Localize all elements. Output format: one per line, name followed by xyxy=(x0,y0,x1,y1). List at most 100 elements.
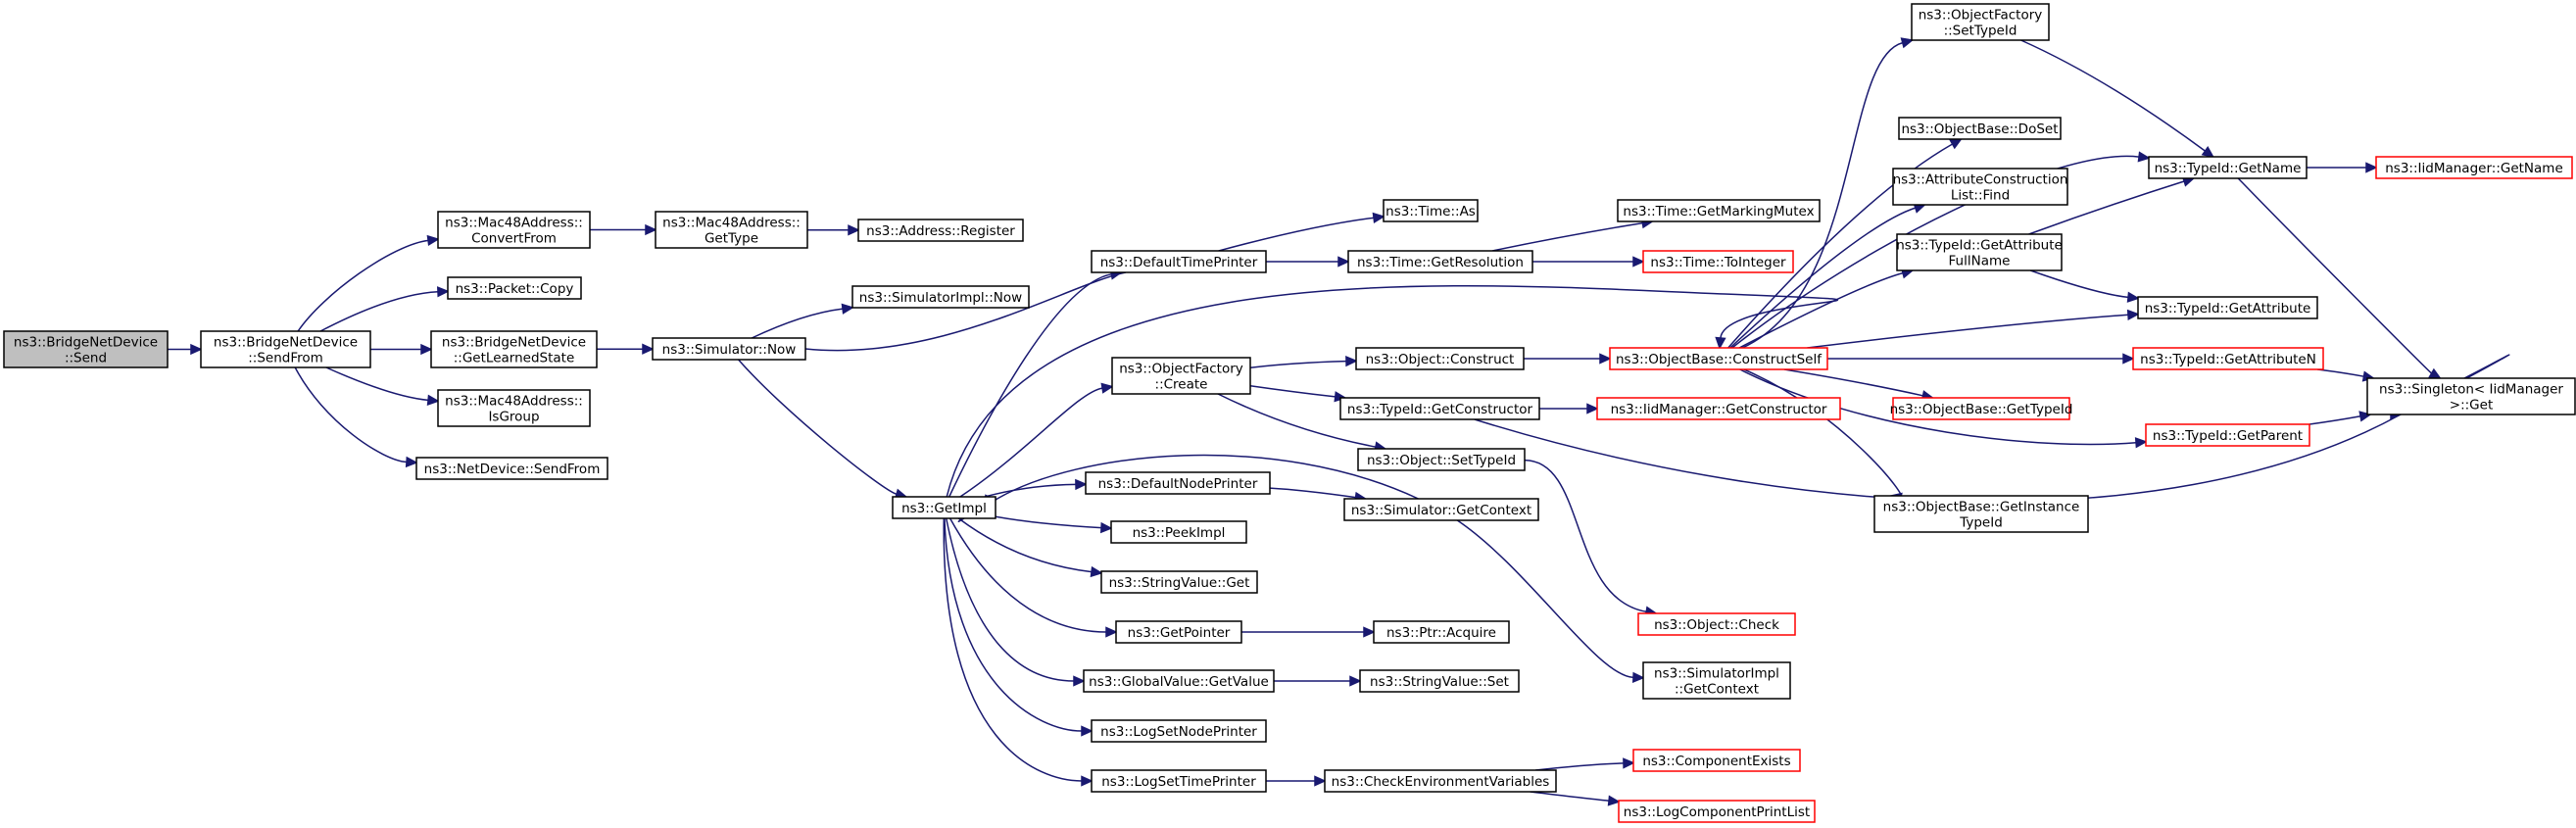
edge-arrowhead xyxy=(1100,382,1114,394)
node-label: ns3::Singleton< IidManager xyxy=(2379,382,2563,398)
node-getimpl[interactable]: ns3::GetImpl xyxy=(892,496,996,519)
node-send[interactable]: ns3::BridgeNetDevice::Send xyxy=(3,330,169,368)
node-box xyxy=(2132,347,2324,370)
node-label: ns3::ObjectFactory xyxy=(1119,362,1243,377)
node-label: ns3::Time::GetResolution xyxy=(1357,255,1524,270)
call-edge xyxy=(1731,155,2140,349)
node-iidgetname[interactable]: ns3::IidManager::GetName xyxy=(2375,156,2573,179)
edge-arrowhead xyxy=(841,303,854,315)
node-sendfrom[interactable]: ns3::BridgeNetDevice::SendFrom xyxy=(200,330,371,368)
node-label: ns3::Simulator::GetContext xyxy=(1351,503,1531,518)
node-packetcopy[interactable]: ns3::Packet::Copy xyxy=(447,276,582,300)
node-label: ns3::IidManager::GetName xyxy=(2385,161,2563,176)
call-nodes: ns3::BridgeNetDevice::Sendns3::BridgeNet… xyxy=(3,3,2576,823)
node-objconstruct[interactable]: ns3::Object::Construct xyxy=(1355,347,1525,370)
node-label: ns3::LogSetTimePrinter xyxy=(1101,774,1256,790)
node-ptracquire[interactable]: ns3::Ptr::Acquire xyxy=(1373,620,1510,644)
node-box xyxy=(1892,168,2068,206)
call-edge xyxy=(325,366,429,402)
call-edge xyxy=(984,483,1077,498)
node-simimplnow[interactable]: ns3::SimulatorImpl::Now xyxy=(851,285,1030,309)
node-label: ns3::ObjectBase::GetTypeId xyxy=(1890,402,2073,417)
node-box xyxy=(1324,769,1557,793)
node-getpointer[interactable]: ns3::GetPointer xyxy=(1115,620,1242,644)
node-objbasedoset[interactable]: ns3::ObjectBase::DoSet xyxy=(1898,117,2062,140)
node-objbaseconstructself[interactable]: ns3::ObjectBase::ConstructSelf xyxy=(1609,347,1828,370)
call-edge xyxy=(944,517,1083,732)
edge-arrowhead xyxy=(436,286,450,298)
node-timetoint[interactable]: ns3::Time::ToInteger xyxy=(1642,250,1794,273)
node-checkenv[interactable]: ns3::CheckEnvironmentVariables xyxy=(1324,769,1557,793)
node-simimplgetctx[interactable]: ns3::SimulatorImpl::GetContext xyxy=(1642,661,1791,700)
node-addrregister[interactable]: ns3::Address::Register xyxy=(857,219,1024,242)
node-timeas[interactable]: ns3::Time::As xyxy=(1383,199,1479,222)
node-box xyxy=(1355,347,1525,370)
node-box xyxy=(2366,377,2576,415)
node-label: ns3::BridgeNetDevice xyxy=(214,335,358,351)
node-logsetnode[interactable]: ns3::LogSetNodePrinter xyxy=(1091,719,1267,743)
node-label: >::Get xyxy=(2450,398,2493,414)
node-label: ns3::ObjectFactory xyxy=(1919,8,2043,24)
node-iidgetctor[interactable]: ns3::IidManager::GetConstructor xyxy=(1596,397,1841,420)
node-label: ns3::GetImpl xyxy=(901,501,987,516)
call-edge xyxy=(294,366,408,463)
node-objfactsettype[interactable]: ns3::ObjectFactory::SetTypeId xyxy=(1911,3,2050,41)
edge-arrowhead xyxy=(1345,355,1358,367)
node-label: IsGroup xyxy=(488,410,539,425)
call-edge xyxy=(1727,143,1953,349)
node-timemarkmutex[interactable]: ns3::Time::GetMarkingMutex xyxy=(1617,199,1821,222)
node-label: ns3::BridgeNetDevice xyxy=(14,335,158,351)
node-box xyxy=(1091,769,1267,793)
node-box xyxy=(2145,423,2310,447)
node-strvalget[interactable]: ns3::StringValue::Get xyxy=(1100,570,1258,594)
edge-arrowhead xyxy=(420,343,433,356)
call-edge xyxy=(297,239,429,332)
node-label: ns3::CheckEnvironmentVariables xyxy=(1332,774,1550,790)
node-box xyxy=(430,330,598,368)
node-box xyxy=(1110,520,1247,544)
node-logsettime[interactable]: ns3::LogSetTimePrinter xyxy=(1091,769,1267,793)
node-box xyxy=(2375,156,2573,179)
node-singletonget[interactable]: ns3::Singleton< IidManager >::Get xyxy=(2366,377,2576,415)
node-typegetname[interactable]: ns3::TypeId::GetName xyxy=(2148,156,2308,179)
node-peekimpl[interactable]: ns3::PeekImpl xyxy=(1110,520,1247,544)
edge-arrowhead xyxy=(1900,37,1915,49)
node-strvalset[interactable]: ns3::StringValue::Set xyxy=(1359,669,1520,693)
node-compexists[interactable]: ns3::ComponentExists xyxy=(1632,749,1801,772)
node-box xyxy=(1085,471,1271,495)
node-box xyxy=(1892,397,2070,420)
node-logcompprint[interactable]: ns3::LogComponentPrintList xyxy=(1618,800,1816,823)
node-box xyxy=(1618,800,1816,823)
node-typegetctor[interactable]: ns3::TypeId::GetConstructor xyxy=(1339,397,1540,420)
node-objbasegettypeid[interactable]: ns3::ObjectBase::GetTypeId xyxy=(1890,397,2073,420)
node-typegetattrn[interactable]: ns3::TypeId::GetAttributeN xyxy=(2132,347,2324,370)
node-simnow[interactable]: ns3::Simulator::Now xyxy=(652,337,806,361)
node-timegetres[interactable]: ns3::Time::GetResolution xyxy=(1347,250,1533,273)
node-typegetparent[interactable]: ns3::TypeId::GetParent xyxy=(2145,423,2310,447)
node-deftimeprinter[interactable]: ns3::DefaultTimePrinter xyxy=(1091,250,1267,273)
node-getlearned[interactable]: ns3::BridgeNetDevice::GetLearnedState xyxy=(430,330,598,368)
node-globvalget[interactable]: ns3::GlobalValue::GetValue xyxy=(1083,669,1275,693)
node-objcheck[interactable]: ns3::Object::Check xyxy=(1637,612,1796,636)
edge-arrowhead xyxy=(1715,336,1726,350)
node-box xyxy=(1091,719,1267,743)
node-simgetctx[interactable]: ns3::Simulator::GetContext xyxy=(1343,498,1539,521)
node-convertfrom[interactable]: ns3::Mac48Address::ConvertFrom xyxy=(437,211,591,249)
node-defnodeprinter[interactable]: ns3::DefaultNodePrinter xyxy=(1085,471,1271,495)
node-box xyxy=(1642,661,1791,700)
node-objfactcreate[interactable]: ns3::ObjectFactory::Create xyxy=(1111,357,1251,395)
node-isgroup[interactable]: ns3::Mac48Address::IsGroup xyxy=(437,389,591,427)
node-mac48gettype[interactable]: ns3::Mac48Address::GetType xyxy=(655,211,808,249)
node-netdevsendfrom[interactable]: ns3::NetDevice::SendFrom xyxy=(415,457,608,480)
edge-arrowhead xyxy=(2428,367,2442,379)
edge-arrowhead xyxy=(1349,675,1362,687)
node-label: ns3::SimulatorImpl xyxy=(1654,666,1779,682)
node-objsettypeid[interactable]: ns3::Object::SetTypeId xyxy=(1357,448,1526,471)
node-label: ns3::Object::SetTypeId xyxy=(1367,453,1516,468)
node-box xyxy=(1898,117,2062,140)
node-typegetattr[interactable]: ns3::TypeId::GetAttribute xyxy=(2137,296,2318,319)
node-box xyxy=(415,457,608,480)
